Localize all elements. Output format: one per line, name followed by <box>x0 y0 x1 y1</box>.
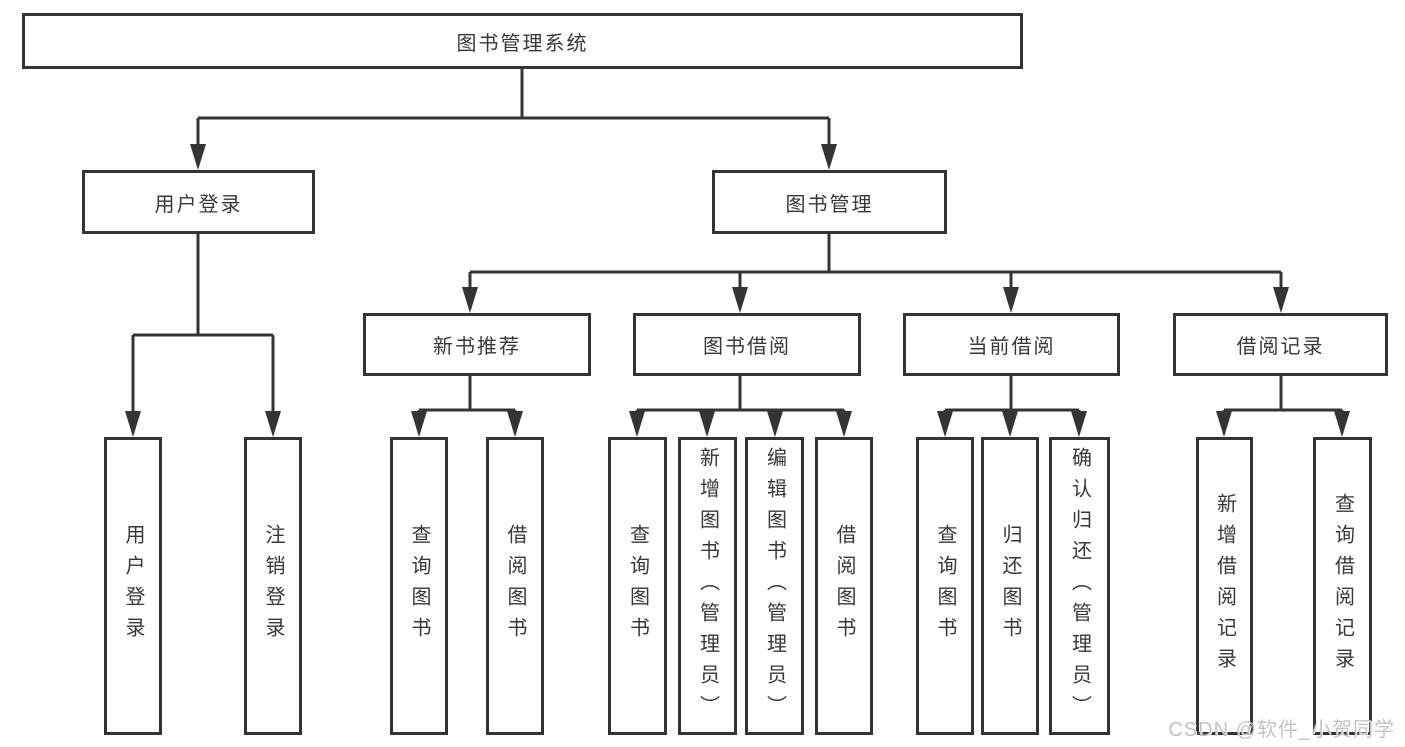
arrowhead-down-icon <box>265 411 281 437</box>
leaf-user-login: 用户登录 <box>104 437 162 735</box>
arrowhead-down-icon <box>836 411 852 437</box>
connector-path <box>196 69 831 166</box>
connector-user-login-to-leaves <box>125 234 281 437</box>
arrowhead-down-icon <box>629 411 645 437</box>
leaf-borrow-books: 借阅图书 <box>815 437 873 735</box>
node-root-system: 图书管理系统 <box>22 13 1023 69</box>
connector-book-borrow-to-leaves <box>629 376 852 437</box>
leaf-query-borrow-record: 查询借阅记录 <box>1313 437 1372 735</box>
arrowhead-down-icon <box>190 144 206 170</box>
leaf-add-borrow-record: 新增借阅记录 <box>1196 437 1253 735</box>
arrowhead-down-icon <box>1334 411 1350 437</box>
connector-path <box>468 234 1283 309</box>
node-borrow-records: 借阅记录 <box>1173 313 1388 376</box>
connector-path <box>417 376 517 433</box>
connector-root-to-level2 <box>190 69 837 170</box>
arrowhead-down-icon <box>125 411 141 437</box>
arrowhead-down-icon <box>1002 411 1018 437</box>
arrowhead-down-icon <box>1273 287 1289 313</box>
leaf-return-books: 归还图书 <box>981 437 1039 735</box>
node-book-borrow: 图书借阅 <box>633 313 861 376</box>
leaf-logout: 注销登录 <box>244 437 302 735</box>
leaf-query-books: 查询图书 <box>608 437 667 735</box>
arrowhead-down-icon <box>462 287 478 313</box>
leaf-confirm-return-admin: 确认归还（管理员） <box>1049 437 1110 735</box>
csdn-watermark: CSDN @软件_小贺同学 <box>1168 719 1395 741</box>
leaf-borrow-books: 借阅图书 <box>486 437 544 735</box>
node-book-management: 图书管理 <box>712 170 947 234</box>
arrowhead-down-icon <box>699 411 715 437</box>
connector-path <box>131 234 275 433</box>
connector-borrow-records-to-leaves <box>1216 376 1350 437</box>
connector-new-book-to-leaves <box>411 376 523 437</box>
connector-path <box>1222 376 1344 433</box>
arrowhead-down-icon <box>732 287 748 313</box>
connector-book-mgmt-to-level3 <box>462 234 1289 313</box>
arrowhead-down-icon <box>937 411 953 437</box>
arrowhead-down-icon <box>1071 411 1087 437</box>
leaf-add-books-admin: 新增图书（管理员） <box>678 437 737 735</box>
arrowhead-down-icon <box>821 144 837 170</box>
leaf-query-books: 查询图书 <box>390 437 448 735</box>
leaf-edit-books-admin: 编辑图书（管理员） <box>745 437 804 735</box>
arrowhead-down-icon <box>411 411 427 437</box>
node-current-borrow: 当前借阅 <box>903 313 1120 376</box>
arrowhead-down-icon <box>1216 411 1232 437</box>
connector-path <box>635 376 846 433</box>
connector-current-borrow-to-leaves <box>937 376 1087 437</box>
arrowhead-down-icon <box>767 411 783 437</box>
node-new-book-recommend: 新书推荐 <box>363 313 591 376</box>
leaf-query-books: 查询图书 <box>916 437 974 735</box>
arrowhead-down-icon <box>507 411 523 437</box>
node-user-login: 用户登录 <box>82 170 315 234</box>
arrowhead-down-icon <box>1003 287 1019 313</box>
